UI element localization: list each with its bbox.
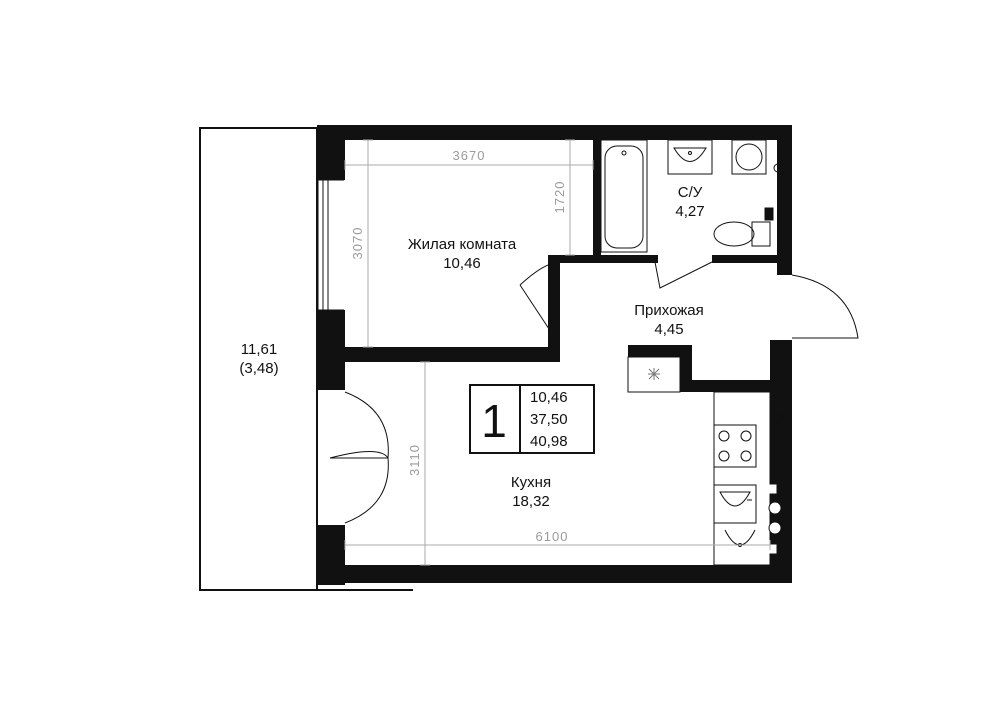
badge-total-with-balcony: 40,98 <box>530 433 568 450</box>
badge-frame <box>469 384 595 454</box>
bathroom-name: С/У <box>678 184 703 201</box>
dim-bath-depth: 1720 <box>552 181 567 214</box>
balcony-area: 11,61 <box>241 341 277 358</box>
hall-name: Прихожая <box>634 302 704 319</box>
bath-door <box>654 261 713 289</box>
kitchen-wall-fixtures <box>765 484 782 554</box>
bath-sink <box>667 139 713 175</box>
living-room-area: 10,46 <box>443 255 481 272</box>
dim-living-depth: 3070 <box>350 227 365 260</box>
balcony-door <box>316 390 389 525</box>
kitchen-name: Кухня <box>511 474 551 491</box>
dim-living-width: 3670 <box>453 148 486 163</box>
balcony-outline <box>199 127 318 591</box>
toilet <box>713 221 771 247</box>
hall-area: 4,45 <box>654 321 683 338</box>
entrance-door <box>791 274 859 339</box>
badge-total-area: 37,50 <box>530 411 568 428</box>
bath-washer <box>731 139 767 175</box>
bathtub <box>600 139 648 253</box>
vent-shaft <box>627 356 681 393</box>
bathroom-area: 4,27 <box>675 203 704 220</box>
badge-living-area: 10,46 <box>530 389 568 406</box>
outer-walls <box>317 125 792 585</box>
wall-fixtures <box>764 163 783 423</box>
interior-walls <box>345 140 782 392</box>
living-room-name: Жилая комната <box>408 236 517 253</box>
kitchen-counter <box>713 391 771 566</box>
kitchen-area: 18,32 <box>512 493 550 510</box>
badge-room-count: 1 <box>481 395 507 447</box>
summary-badge: 1 10,46 37,50 40,98 <box>469 384 595 454</box>
dim-kitchen-depth: 3110 <box>407 444 422 476</box>
balcony-reduced-area: (3,48) <box>239 360 278 377</box>
living-window <box>317 179 344 311</box>
living-door <box>519 262 559 336</box>
dim-total-width: 6100 <box>536 529 569 544</box>
dimension-lines <box>344 139 771 566</box>
